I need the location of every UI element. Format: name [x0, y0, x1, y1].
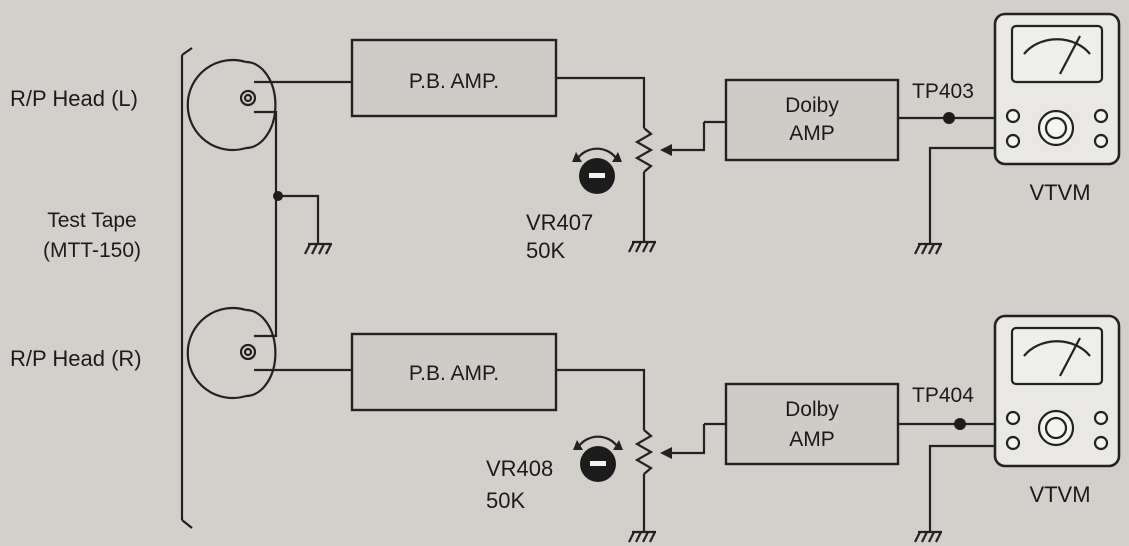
vr-bottom-value-label: 50K [486, 488, 525, 513]
wire-meter-ground-bottom [928, 444, 1006, 532]
wire-to-ground [278, 194, 320, 244]
pb-amp-bottom-label: P.B. AMP. [409, 362, 499, 385]
meter-bottom-label: VTVM [1029, 482, 1090, 507]
dolby-amp-box-bottom [724, 382, 900, 466]
dolby-bottom-label: Dolby [785, 398, 839, 421]
potentiometer-icon [634, 122, 706, 242]
head-right-label: R/P Head (R) [10, 346, 142, 371]
pb-amp-box-bottom [350, 332, 558, 412]
dolby-top-label: Doiby [785, 94, 839, 117]
dolby-amp-box-top [724, 78, 900, 162]
tape-head-icon [186, 306, 277, 400]
vr-top-value-label: 50K [526, 238, 565, 263]
adjust-knob-icon [572, 147, 622, 194]
wire-pb-to-vr-top [556, 76, 646, 128]
vtvm-meter-icon [993, 314, 1121, 468]
dolby-top-amp-label: AMP [789, 122, 835, 145]
pb-amp-top-label: P.B. AMP. [409, 70, 499, 93]
adjust-knob-icon [573, 435, 623, 482]
wire-meter-ground-top [928, 146, 1006, 244]
wire-pb-to-vr-bottom [556, 368, 646, 430]
test-tape-label: Test Tape [47, 209, 137, 232]
dolby-bottom-amp-label: AMP [789, 428, 835, 451]
tp-top-label: TP403 [912, 80, 974, 103]
test-tape-model-label: (MTT-150) [43, 239, 141, 262]
ground-icon [914, 242, 942, 255]
vr-top-name-label: VR407 [526, 210, 593, 235]
meter-top-label: VTVM [1029, 180, 1090, 205]
ground-icon [914, 530, 942, 543]
vtvm-meter-icon [993, 12, 1121, 166]
tape-head-icon [186, 58, 277, 152]
test-point-dot [954, 418, 966, 430]
wire-head-common [254, 110, 278, 338]
head-left-label: R/P Head (L) [10, 86, 138, 111]
ground-icon [628, 530, 656, 543]
test-point-dot [943, 112, 955, 124]
ground-icon [628, 240, 656, 253]
vr-bottom-name-label: VR408 [486, 456, 553, 481]
ground-icon [304, 242, 332, 255]
test-tape-line [180, 47, 193, 529]
tp-bottom-label: TP404 [912, 384, 974, 407]
potentiometer-icon [634, 424, 706, 532]
